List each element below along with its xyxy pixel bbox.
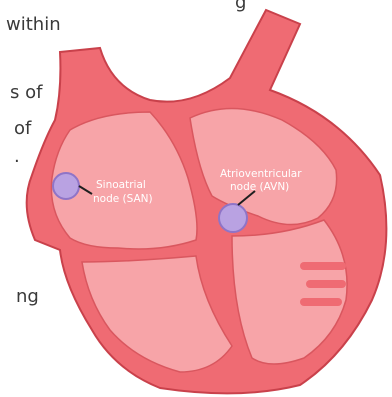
ventricle-muscle-ridges: [300, 262, 346, 306]
atrioventricular-node: [219, 204, 247, 232]
sinoatrial-label-line1: Sinoatrial: [96, 179, 146, 191]
atrioventricular-label-line2: node (AVN): [230, 181, 289, 193]
atrioventricular-label-line1: Atrioventricular: [220, 168, 302, 180]
sinoatrial-node: [53, 173, 79, 199]
sinoatrial-label-line2: node (SAN): [93, 193, 153, 205]
